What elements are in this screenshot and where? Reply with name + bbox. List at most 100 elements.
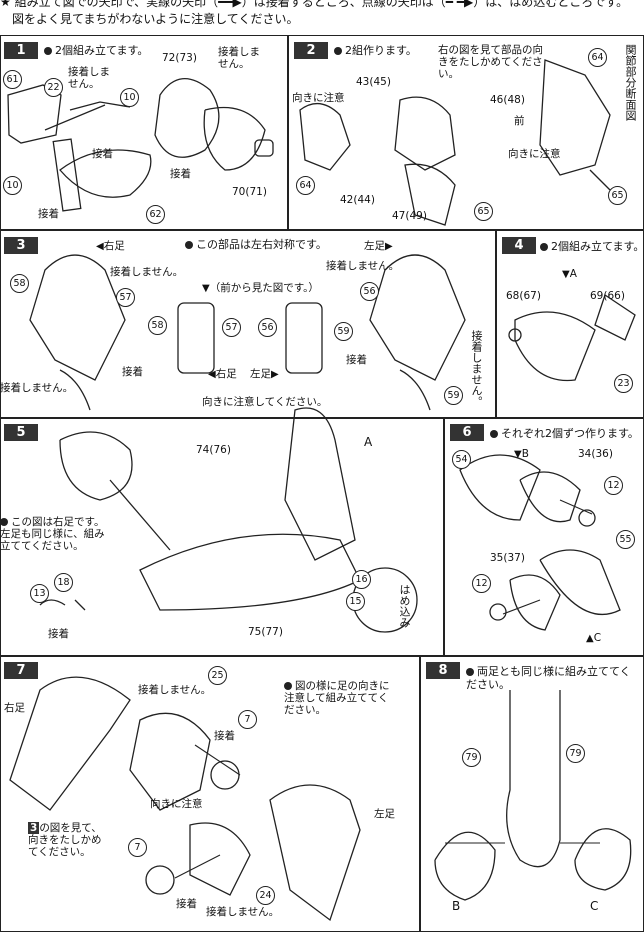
step-2-label-orientation-a: 向きに注意 xyxy=(292,92,345,104)
step-7-side-note: 図の様に足の向きに注意して組み立ててください。 xyxy=(284,680,390,716)
part-number: 7 xyxy=(238,710,257,729)
step-6-view-b: ▼B xyxy=(514,448,529,460)
part-number: 56 xyxy=(258,318,277,337)
part-number: 23 xyxy=(614,374,633,393)
step-8-view-c: C xyxy=(590,899,599,913)
step-6-instruction: それぞれ2個ずつ作ります。 xyxy=(490,427,639,440)
part-number: 56 xyxy=(360,282,379,301)
step-3-left-leg-label: 左足▶ xyxy=(364,240,393,252)
part-number-pair: 75(77) xyxy=(248,626,283,638)
part-number-pair: 35(37) xyxy=(490,552,525,564)
part-number: 25 xyxy=(208,666,227,685)
part-number-pair: 70(71) xyxy=(232,186,267,198)
step-5-label-glue: 接着 xyxy=(48,628,69,640)
step-4-instruction: 2個組み立てます。 xyxy=(540,240,644,253)
part-number: 79 xyxy=(462,748,481,767)
step-3-label-no-glue-c: 接着しません。 xyxy=(326,260,400,272)
step-7-label-glue-a: 接着 xyxy=(214,730,235,742)
part-number: 54 xyxy=(452,450,471,469)
header-line-1: ★ 組み立て図での矢印で、実線の矢印（━━▶）は接着するところ、点線の矢印は（━… xyxy=(0,0,629,9)
part-number: 12 xyxy=(604,476,623,495)
step-7-label-glue-b: 接着 xyxy=(176,898,197,910)
step-1-number: 1 xyxy=(4,42,38,59)
step-1-label-no-glue-b: 接着しません。 xyxy=(218,46,260,70)
part-number-pair: 69(66) xyxy=(590,290,625,302)
part-number: 7 xyxy=(128,838,147,857)
part-number: 61 xyxy=(3,70,22,89)
step-1-label-glue-b: 接着 xyxy=(170,168,191,180)
step-2-orientation-note: 右の図を見て部品の向きをたしかめてください。 xyxy=(438,44,543,80)
step-2-number: 2 xyxy=(294,42,328,59)
part-number-pair: 47(49) xyxy=(392,210,427,222)
step-7-number: 7 xyxy=(4,662,38,679)
step-3-label-no-glue-b: 接着しません。 xyxy=(0,382,74,394)
part-number: 58 xyxy=(10,274,29,293)
step-3-orientation-note: 向きに注意してください。 xyxy=(202,396,328,408)
step-3-panel xyxy=(0,230,496,418)
part-number: 10 xyxy=(3,176,22,195)
part-number: 59 xyxy=(444,386,463,405)
part-number-pair: 68(67) xyxy=(506,290,541,302)
part-number-pair: 72(73) xyxy=(162,52,197,64)
part-number: 57 xyxy=(116,288,135,307)
step-6-number: 6 xyxy=(450,424,484,441)
step-1-label-no-glue-a: 接着しません。 xyxy=(68,66,110,90)
part-number: 64 xyxy=(588,48,607,67)
step-5-label-a: A xyxy=(364,435,373,449)
step-3-front-view-note: ▼（前から見た図です。） xyxy=(202,282,319,294)
step-1-instruction: 2個組み立てます。 xyxy=(44,44,148,57)
step-5-snap-fit-label: はめ込み xyxy=(398,584,411,628)
step-ref-badge: 3 xyxy=(28,822,40,834)
part-number: 65 xyxy=(474,202,493,221)
part-number: 13 xyxy=(30,584,49,603)
instruction-header: ★ 組み立て図での矢印で、実線の矢印（━━▶）は接着するところ、点線の矢印は（━… xyxy=(0,0,644,34)
step-3-instruction: この部品は左右対称です。 xyxy=(185,238,327,251)
step-3-label-glue-a: 接着 xyxy=(122,366,143,378)
step-3-right-leg-front-label: ◀右足 xyxy=(208,368,237,380)
step-5-panel xyxy=(0,418,444,656)
part-number-pair: 43(45) xyxy=(356,76,391,88)
step-3-right-leg-label: ◀右足 xyxy=(96,240,125,252)
part-number: 16 xyxy=(352,570,371,589)
part-number: 12 xyxy=(472,574,491,593)
part-number-pair: 42(44) xyxy=(340,194,375,206)
step-8-number: 8 xyxy=(426,662,460,679)
step-2-instruction: 2組作ります。 xyxy=(334,44,417,57)
part-number-pair: 34(36) xyxy=(578,448,613,460)
step-2-label-front: 前 xyxy=(514,115,525,127)
step-3-label-no-glue-a: 接着しません。 xyxy=(110,266,184,278)
part-number: 10 xyxy=(120,88,139,107)
step-3-label-glue-b: 接着 xyxy=(346,354,367,366)
part-number-pair: 74(76) xyxy=(196,444,231,456)
step-7-right-leg: 右足 xyxy=(4,702,25,714)
part-number: 57 xyxy=(222,318,241,337)
part-number: 62 xyxy=(146,205,165,224)
step-2-label-orientation-b: 向きに注意 xyxy=(508,148,561,160)
part-number-pair: 46(48) xyxy=(490,94,525,106)
step-7-label-orientation: 向きに注意 xyxy=(150,798,203,810)
part-number: 24 xyxy=(256,886,275,905)
part-number: 59 xyxy=(334,322,353,341)
header-line-2: 図をよく見てまちがわないように注意してください。 xyxy=(12,12,299,26)
step-1-label-glue-c: 接着 xyxy=(92,148,113,160)
step-4-number: 4 xyxy=(502,237,536,254)
step-8-view-b: B xyxy=(452,899,461,913)
part-number: 64 xyxy=(296,176,315,195)
step-3-number: 3 xyxy=(4,237,38,254)
step-7-left-leg: 左足 xyxy=(374,808,395,820)
step-5-number: 5 xyxy=(4,424,38,441)
step-1-label-glue-a: 接着 xyxy=(38,208,59,220)
step-2-joint-section-label: 関節部分断面図 xyxy=(624,44,637,121)
step-7-label-no-glue-b: 接着しません。 xyxy=(206,906,280,918)
part-number: 55 xyxy=(616,530,635,549)
part-number: 22 xyxy=(44,78,63,97)
part-number: 58 xyxy=(148,316,167,335)
step-7-label-no-glue-a: 接着しません。 xyxy=(138,684,212,696)
part-number: 65 xyxy=(608,186,627,205)
step-4-view-label: ▼A xyxy=(562,268,577,280)
step-6-view-c: ▲C xyxy=(586,632,602,644)
step-1-panel xyxy=(0,35,288,230)
step-5-note: この図は右足です。左足も同じ様に、組み立ててください。 xyxy=(0,516,105,552)
